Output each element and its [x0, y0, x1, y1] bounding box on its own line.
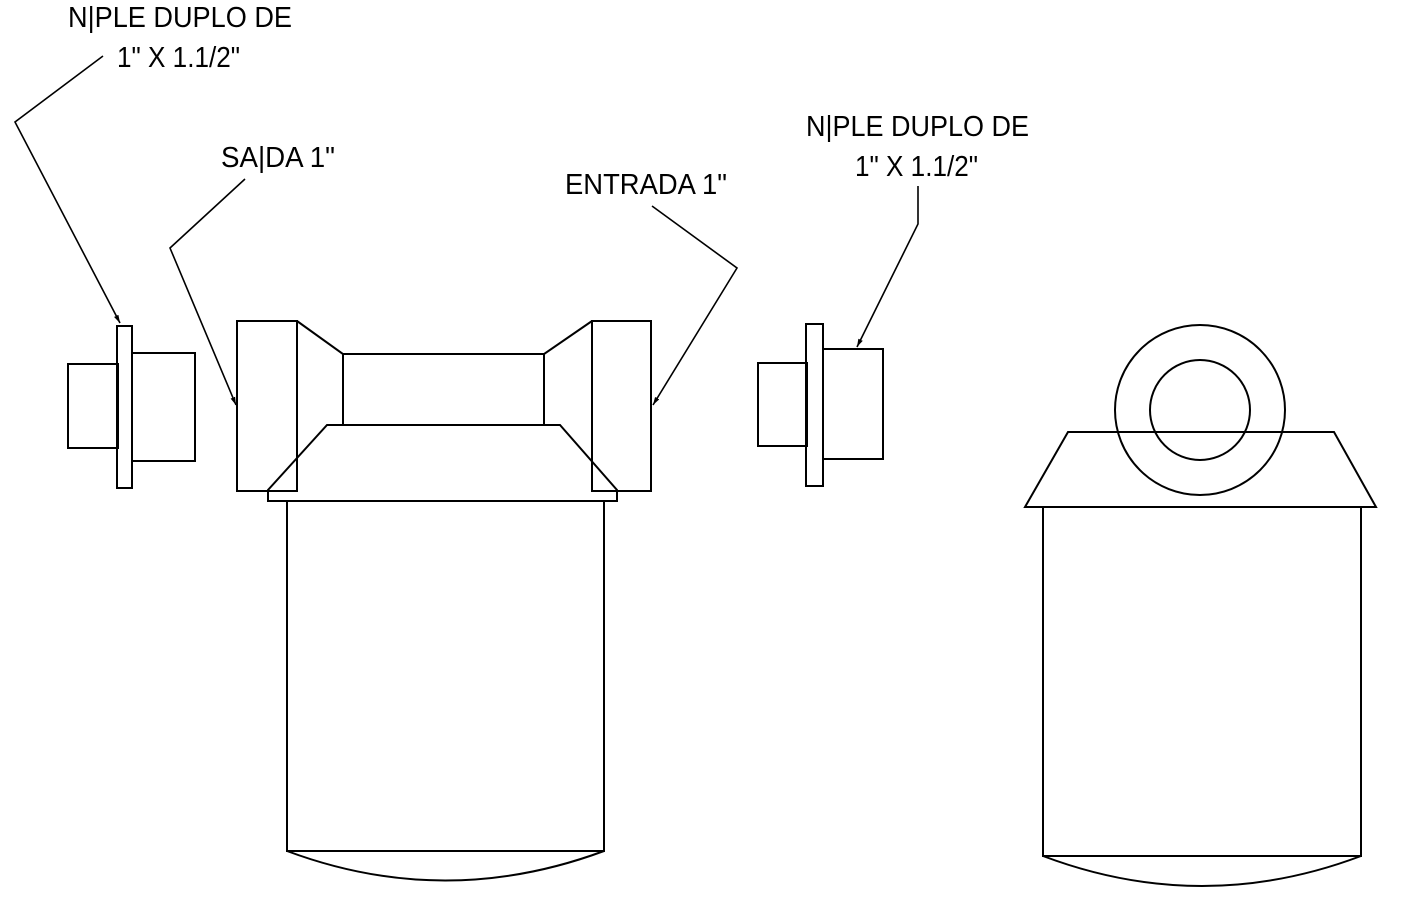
right-nipple-hex: [805, 323, 824, 487]
label-right-nipple-line1: N|PLE DUPLO DE: [806, 111, 1029, 143]
label-left-nipple-line1: N|PLE DUPLO DE: [68, 2, 292, 34]
filter-bowl: [286, 500, 605, 852]
inlet-port-body: [591, 320, 652, 492]
outlet-taper: [296, 320, 344, 425]
left-nipple-thread-short: [67, 363, 119, 449]
leader-lines: [13, 55, 919, 406]
filter-front-view: [236, 320, 652, 882]
port-outer-circle: [1114, 324, 1286, 496]
outlet-port-body: [236, 320, 298, 492]
filter-head-cap: [267, 424, 618, 502]
right-nipple-thread-long: [822, 348, 884, 460]
left-nipple-thread-long: [131, 352, 196, 462]
label-outlet: SA|DA 1": [221, 142, 335, 174]
filter-side-view: [1023, 324, 1378, 887]
leader-inlet: [651, 205, 739, 406]
leader-right-nipple: [856, 186, 919, 348]
right-nipple-thread-short: [757, 362, 808, 447]
left-double-nipple: [67, 325, 196, 489]
filter-bowl-bottom: [286, 850, 605, 882]
leader-outlet: [169, 178, 246, 406]
label-inlet: ENTRADA 1": [565, 169, 727, 201]
left-nipple-hex: [116, 325, 133, 489]
side-bowl-bottom: [1042, 855, 1362, 887]
side-head-cap: [1023, 431, 1378, 508]
label-left-nipple-line2: 1" X 1.1/2": [117, 42, 240, 74]
labels: N|PLE DUPLO DE 1" X 1.1/2" SA|DA 1" ENTR…: [68, 2, 1029, 201]
side-bowl: [1042, 506, 1362, 857]
label-right-nipple-line2: 1" X 1.1/2": [855, 151, 978, 183]
leader-left-nipple: [13, 55, 121, 324]
inlet-taper: [543, 320, 593, 425]
right-double-nipple: [757, 323, 884, 487]
port-inner-circle: [1149, 359, 1251, 461]
